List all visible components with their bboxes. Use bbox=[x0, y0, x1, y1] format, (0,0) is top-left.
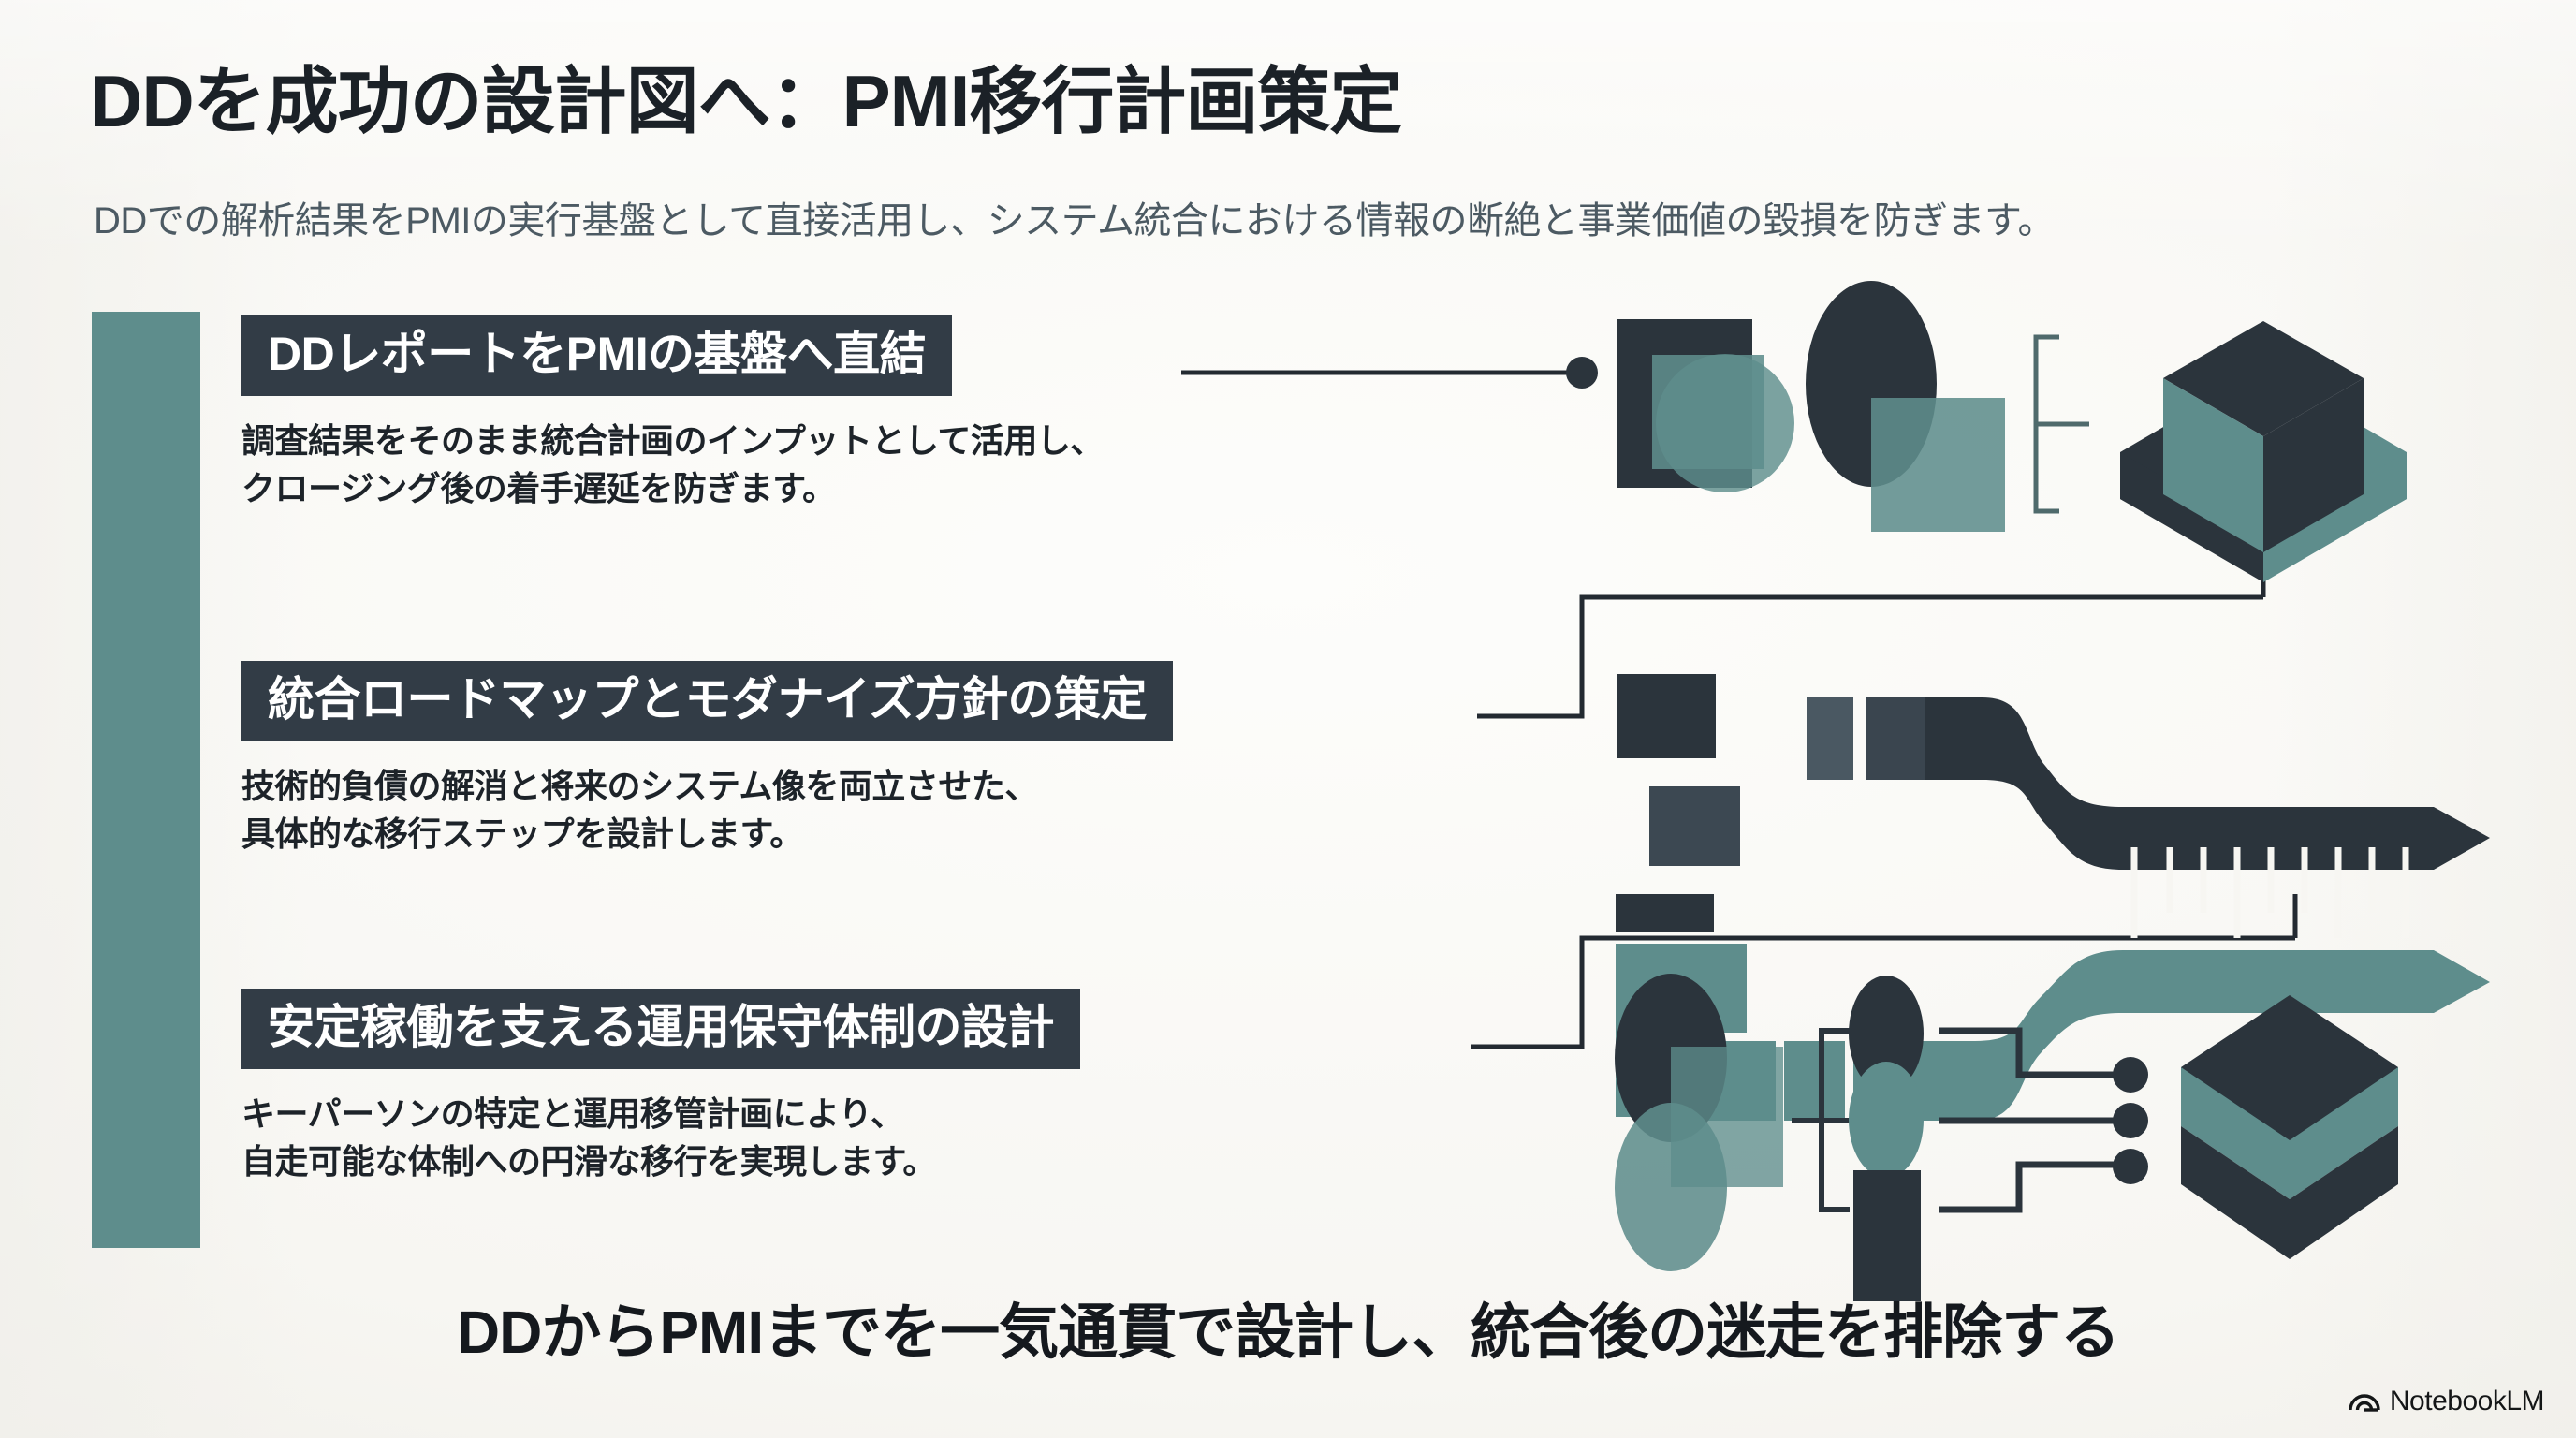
block-dark-1 bbox=[1617, 674, 1716, 758]
bracket-icon bbox=[2033, 334, 2089, 514]
shape-teal-square-small bbox=[1652, 355, 1764, 469]
org-bracket-left bbox=[1792, 1028, 1850, 1212]
dash-dark-2 bbox=[1866, 697, 1930, 780]
shape-teal-circle bbox=[1656, 354, 1794, 492]
roadmap-path-teal bbox=[1914, 950, 2490, 1121]
dash-teal-3 bbox=[1853, 1041, 1914, 1121]
layered-hexagon-icon bbox=[2181, 995, 2398, 1259]
section-3-heading: 安定稼働を支える運用保守体制の設計 bbox=[242, 989, 1080, 1069]
notebooklm-arc-icon bbox=[2349, 1385, 2380, 1417]
node-bottom bbox=[1853, 1170, 1921, 1301]
node-top bbox=[1849, 976, 1924, 1092]
graphic-overlap-shapes-to-cube bbox=[1617, 281, 2407, 582]
notebooklm-label: NotebookLM bbox=[2389, 1385, 2545, 1416]
left-accent-bar bbox=[92, 312, 200, 1248]
section-2-body: 技術的負債の解消と将来のシステム像を両立させた、 具体的な移行ステップを設計しま… bbox=[242, 767, 1038, 854]
notebooklm-badge: NotebookLM bbox=[2349, 1385, 2545, 1417]
isometric-cube-icon bbox=[2120, 321, 2407, 582]
connector-section-2 bbox=[1477, 562, 2266, 719]
org-ellipse-dark bbox=[1615, 974, 1727, 1142]
node-middle bbox=[1849, 1062, 1924, 1178]
org-rect-teal bbox=[1671, 1047, 1783, 1187]
block-dark-3 bbox=[1616, 894, 1714, 932]
graphic-roadmap-arrow bbox=[1616, 674, 2490, 1121]
section-1-body: 調査結果をそのまま統合計画のインプットとして活用し、 クロージング後の着手遅延を… bbox=[242, 421, 1104, 508]
bottom-statement: DDからPMIまでを一気通貫で設計し、統合後の迷走を排除する bbox=[456, 1299, 2120, 1366]
shape-dark-square bbox=[1617, 319, 1752, 488]
connector-section-1 bbox=[1181, 357, 1598, 389]
connector-section-3 bbox=[1471, 894, 2298, 1049]
section-3: 安定稼働を支える運用保守体制の設計 キーパーソンの特定と運用移管計画により、 自… bbox=[242, 989, 1080, 1185]
block-teal-1 bbox=[1616, 944, 1747, 1033]
org-dot-3 bbox=[2113, 1149, 2148, 1184]
org-dot-2 bbox=[2113, 1103, 2148, 1138]
block-teal-2 bbox=[1616, 1033, 1676, 1117]
dash-teal-2 bbox=[1784, 1041, 1845, 1121]
org-ellipse-teal bbox=[1615, 1103, 1727, 1271]
dash-teal-1 bbox=[1677, 1041, 1776, 1121]
section-2: 統合ロードマップとモダナイズ方針の策定 技術的負債の解消と将来のシステム像を両立… bbox=[242, 661, 1173, 858]
shape-dark-ellipse bbox=[1806, 281, 1937, 487]
section-2-heading: 統合ロードマップとモダナイズ方針の策定 bbox=[242, 661, 1173, 741]
dash-dark-1 bbox=[1807, 697, 1853, 780]
section-3-body: キーパーソンの特定と運用移管計画により、 自走可能な体制への円滑な移行を実現しま… bbox=[242, 1094, 936, 1181]
org-links bbox=[1939, 1027, 2115, 1213]
section-1-heading: DDレポートをPMIの基盤へ直結 bbox=[242, 315, 953, 396]
block-dark-2 bbox=[1649, 786, 1740, 866]
roadmap-path-dark bbox=[1925, 697, 2490, 870]
page-subtitle: DDでの解析結果をPMIの実行基盤として直接活用し、システム統合における情報の断… bbox=[94, 200, 2056, 242]
page-title: DDを成功の設計図へ：PMI移行計画策定 bbox=[90, 60, 1402, 142]
graphic-org-tree-to-hex bbox=[1615, 974, 2398, 1301]
shape-teal-rect-large bbox=[1871, 398, 2005, 532]
section-1: DDレポートをPMIの基盤へ直結 調査結果をそのまま統合計画のインプットとして活… bbox=[242, 315, 1104, 512]
roadmap-ticks bbox=[2130, 847, 2409, 938]
connector-dot-1 bbox=[1566, 357, 1598, 389]
org-dot-1 bbox=[2113, 1057, 2148, 1093]
